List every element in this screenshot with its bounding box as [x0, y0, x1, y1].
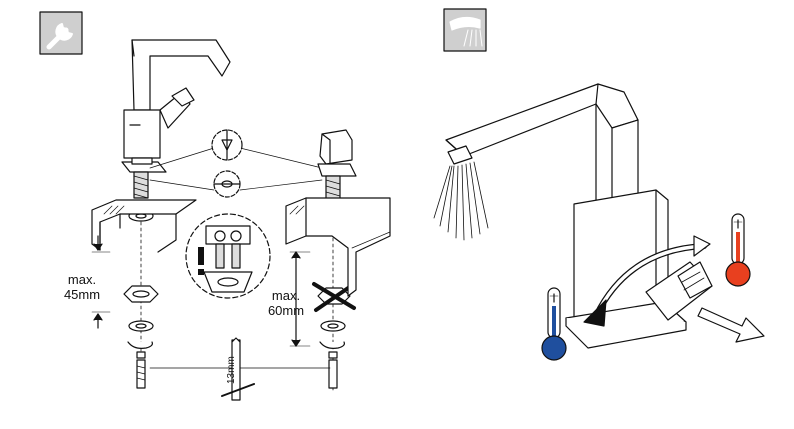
hot-thermometer-icon [725, 213, 751, 287]
dimension-60mm [289, 251, 311, 347]
countertop-right [285, 197, 391, 297]
max-45mm-line2: 45mm [63, 287, 101, 302]
cold-thermometer-icon [541, 287, 567, 361]
max-60mm-line1: max. [271, 288, 301, 303]
wrench-size-label: 13mm [226, 356, 237, 384]
pull-out-arrow [697, 307, 765, 343]
detail-callouts [149, 129, 323, 299]
max-60mm-label: max. 60mm [266, 288, 306, 318]
max-45mm-label: max. 45mm [62, 272, 102, 302]
max-60mm-line2: 60mm [267, 303, 305, 318]
rotation-arrow [583, 235, 711, 327]
countertop-left [91, 199, 197, 253]
dimension-45mm [91, 235, 111, 329]
faucet-operation [445, 83, 713, 349]
socket-wrench-13mm [149, 337, 331, 401]
mounting-parts-left [123, 221, 159, 391]
faucet-assembly-left [121, 39, 231, 222]
spray-icon [443, 8, 487, 52]
max-45mm-line1: max. [67, 272, 97, 287]
water-spray [433, 161, 489, 241]
warning-symbol [198, 247, 204, 275]
wrench-icon [39, 11, 83, 55]
